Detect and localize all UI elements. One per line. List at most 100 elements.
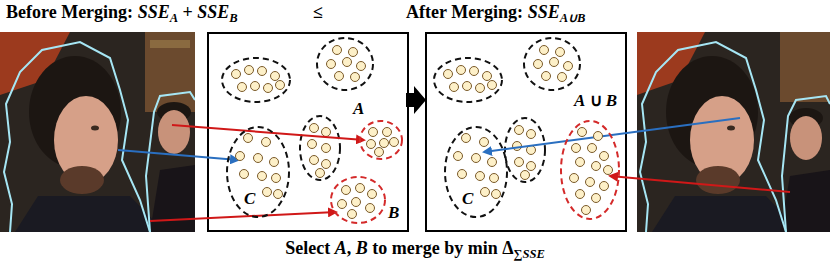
pointer-arrow <box>610 176 790 192</box>
data-point <box>444 70 453 79</box>
data-point <box>368 190 377 199</box>
data-point <box>270 158 279 167</box>
data-point <box>357 62 366 71</box>
data-point <box>322 128 331 137</box>
data-point <box>356 184 365 193</box>
data-point <box>462 134 471 143</box>
cluster-node: A ∪ B <box>560 120 620 220</box>
data-point <box>594 132 603 141</box>
panel-after <box>426 33 626 231</box>
data-point <box>556 48 565 57</box>
panel-before <box>208 33 408 231</box>
data-point <box>264 84 273 93</box>
data-point <box>550 58 559 67</box>
data-point <box>245 66 254 75</box>
data-point <box>322 160 331 169</box>
cluster-node: A <box>359 120 403 160</box>
cluster-outline <box>360 121 402 159</box>
cluster-outline <box>227 127 289 217</box>
data-point <box>310 156 319 165</box>
data-point <box>348 210 357 219</box>
data-point <box>375 148 384 157</box>
data-point <box>367 140 376 149</box>
pointer-arrow <box>484 118 740 152</box>
heading-text: Before Merging: SSEA + SSEB <box>6 2 238 23</box>
data-point <box>483 72 492 81</box>
cluster-outline <box>524 38 580 90</box>
data-point <box>470 67 479 76</box>
data-point <box>276 81 285 90</box>
data-point <box>322 144 331 153</box>
data-point <box>600 152 609 161</box>
data-point <box>383 128 392 137</box>
data-point <box>366 204 375 213</box>
data-point <box>476 84 485 93</box>
data-point <box>570 174 579 183</box>
cluster-label: A <box>353 100 364 119</box>
data-point <box>490 174 499 183</box>
data-point <box>271 72 280 81</box>
data-point <box>338 200 347 209</box>
data-point <box>274 190 283 199</box>
data-point <box>472 154 481 163</box>
cluster-label: C <box>244 190 255 209</box>
data-point <box>488 81 497 90</box>
data-point <box>480 138 489 147</box>
data-point <box>352 198 361 207</box>
data-point <box>481 188 490 197</box>
cluster-outline <box>222 58 290 102</box>
data-point <box>582 206 591 215</box>
data-point <box>513 142 522 151</box>
data-point <box>236 152 245 161</box>
cluster-outline <box>445 127 507 217</box>
data-point <box>258 67 267 76</box>
data-point <box>454 152 463 161</box>
data-point <box>262 138 271 147</box>
data-point <box>240 170 249 179</box>
data-point <box>592 194 601 203</box>
cluster-outline <box>331 177 385 223</box>
cluster-outline <box>561 121 619 219</box>
data-point <box>457 66 466 75</box>
cluster-node: C <box>226 126 290 218</box>
pointer-arrow <box>150 212 336 221</box>
data-point <box>335 72 344 81</box>
data-point <box>369 128 378 137</box>
data-point <box>488 158 497 167</box>
data-point <box>232 70 241 79</box>
data-point <box>558 73 567 82</box>
data-point <box>310 124 319 133</box>
data-point <box>572 144 581 153</box>
data-point <box>349 48 358 57</box>
left-photo <box>0 32 195 232</box>
data-point <box>515 158 524 167</box>
data-point <box>540 46 549 55</box>
data-point <box>476 172 485 181</box>
data-point <box>251 82 260 91</box>
cluster-node: B <box>330 176 386 224</box>
data-point <box>450 83 459 92</box>
data-point <box>564 62 573 71</box>
cluster-outline <box>300 116 340 180</box>
data-point <box>316 169 325 178</box>
data-point <box>463 82 472 91</box>
data-point <box>576 158 585 167</box>
cluster-shape <box>359 120 403 160</box>
cluster-node: C <box>444 126 508 218</box>
data-point <box>333 46 342 55</box>
data-point <box>521 171 530 180</box>
data-point <box>351 73 360 82</box>
data-point <box>600 182 609 191</box>
data-point <box>258 172 267 181</box>
cluster-layer <box>222 38 580 182</box>
cluster-label: C <box>462 190 473 209</box>
data-point <box>604 166 613 175</box>
cluster-outline <box>434 58 502 102</box>
relation-symbol: ≤ <box>313 2 323 23</box>
data-point <box>342 186 351 195</box>
data-point <box>534 60 543 69</box>
data-point <box>263 188 272 197</box>
cluster-label: A ∪ B <box>574 92 617 111</box>
